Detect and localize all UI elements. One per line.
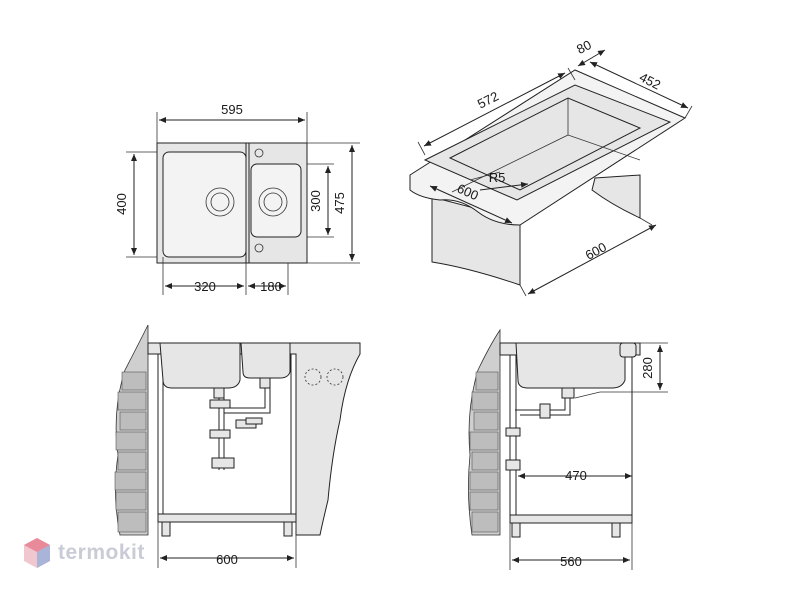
dim-iso-radius: R5 <box>489 170 506 185</box>
dim-side-height: 280 <box>640 357 655 379</box>
dim-top-width: 595 <box>221 102 243 117</box>
iso-cabinet-right <box>591 174 641 219</box>
watermark-logo: termokit <box>22 536 145 570</box>
front-drain-pipes <box>209 377 271 470</box>
top-tap-hole <box>254 148 264 158</box>
isometric-view: 572 80 452 R5 600 600 <box>409 37 693 297</box>
top-view: 595 400 300 475 320 180 <box>114 102 360 295</box>
top-small-bowl <box>250 163 302 238</box>
dim-iso-depth: 452 <box>637 69 663 92</box>
side-view: 280 470 560 <box>468 328 668 570</box>
hexagon-logo-icon <box>24 538 50 568</box>
side-cabinet-base <box>509 514 633 524</box>
dim-iso-flange: 80 <box>574 37 594 57</box>
front-cabinet-base <box>157 513 297 523</box>
dim-top-height-small: 300 <box>308 190 323 212</box>
front-outlet-right <box>326 368 344 386</box>
front-countertop <box>147 342 361 536</box>
dim-side-cabinet-depth: 560 <box>560 554 582 569</box>
top-overflow-hole <box>254 243 264 253</box>
dim-top-bottom-right: 180 <box>260 279 282 294</box>
watermark-text: termokit <box>58 541 145 564</box>
front-small-bowl <box>240 342 291 379</box>
dim-front-cabinet-width: 600 <box>216 552 238 567</box>
dim-top-bottom-left: 320 <box>194 279 216 294</box>
side-sink-bowl <box>515 342 626 389</box>
top-small-drain-outer <box>258 187 288 217</box>
front-view: 600 <box>114 324 361 568</box>
dim-iso-cabinet-side: 600 <box>583 239 609 262</box>
front-main-bowl <box>159 342 241 389</box>
dim-side-pipe: 470 <box>565 468 587 483</box>
top-main-drain-inner <box>210 192 230 212</box>
side-drain-pipes <box>505 387 616 472</box>
dim-top-height-total: 475 <box>332 192 347 214</box>
top-main-drain-outer <box>205 187 235 217</box>
front-bricks <box>114 371 147 533</box>
front-outlet-left <box>304 368 322 386</box>
top-small-drain-inner <box>263 192 283 212</box>
side-bricks <box>469 371 499 533</box>
dim-top-height-left: 400 <box>114 193 129 215</box>
